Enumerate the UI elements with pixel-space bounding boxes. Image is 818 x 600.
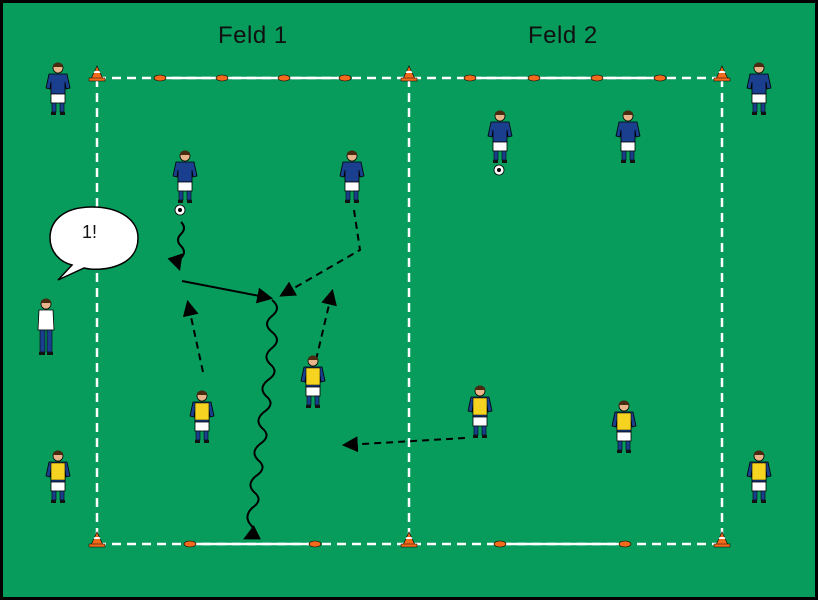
player-yellow [189, 390, 215, 444]
player-yellow [300, 355, 326, 409]
flat-marker-icon [215, 74, 229, 82]
player-yellow [746, 450, 772, 504]
dribble-path [243, 299, 278, 540]
run-path [279, 209, 362, 297]
flat-marker-icon [338, 74, 352, 82]
dribble-path [167, 221, 185, 272]
cone-icon [400, 65, 418, 82]
ball-icon [174, 204, 186, 216]
player-blue [746, 62, 772, 116]
cone-icon [713, 65, 731, 82]
run-path [182, 299, 204, 373]
flat-marker-icon [153, 74, 167, 82]
run-path [341, 436, 466, 453]
movement-paths [167, 209, 466, 540]
player-yellow [467, 385, 493, 439]
player-yellow [45, 450, 71, 504]
cone-icon [400, 531, 418, 548]
player-blue [615, 110, 641, 164]
field-2-label: Feld 2 [528, 22, 598, 49]
player-yellow [611, 400, 637, 454]
pass-path [181, 280, 274, 304]
flat-marker-icon [618, 540, 632, 548]
field-lines [95, 76, 724, 546]
player-blue [487, 110, 513, 164]
cone-icon [88, 531, 106, 548]
flat-marker-icon [463, 74, 477, 82]
flat-marker-icon [277, 74, 291, 82]
player-blue [45, 62, 71, 116]
flat-marker-icon [308, 540, 322, 548]
callout-text: 1! [82, 222, 98, 242]
ball-icon [493, 164, 505, 176]
players-field-2 [467, 110, 641, 454]
player-blue [339, 150, 365, 204]
cone-icon [88, 65, 106, 82]
flat-marker-icon [527, 74, 541, 82]
flat-marker-icon [183, 540, 197, 548]
flat-marker-icon [493, 540, 507, 548]
coach [37, 298, 55, 356]
run-path [315, 288, 337, 361]
flat-marker-icon [653, 74, 667, 82]
speech-bubble [49, 206, 139, 281]
field-1-label: Feld 1 [218, 22, 288, 49]
player-blue [172, 150, 198, 204]
cone-icon [713, 531, 731, 548]
flat-marker-icon [590, 74, 604, 82]
